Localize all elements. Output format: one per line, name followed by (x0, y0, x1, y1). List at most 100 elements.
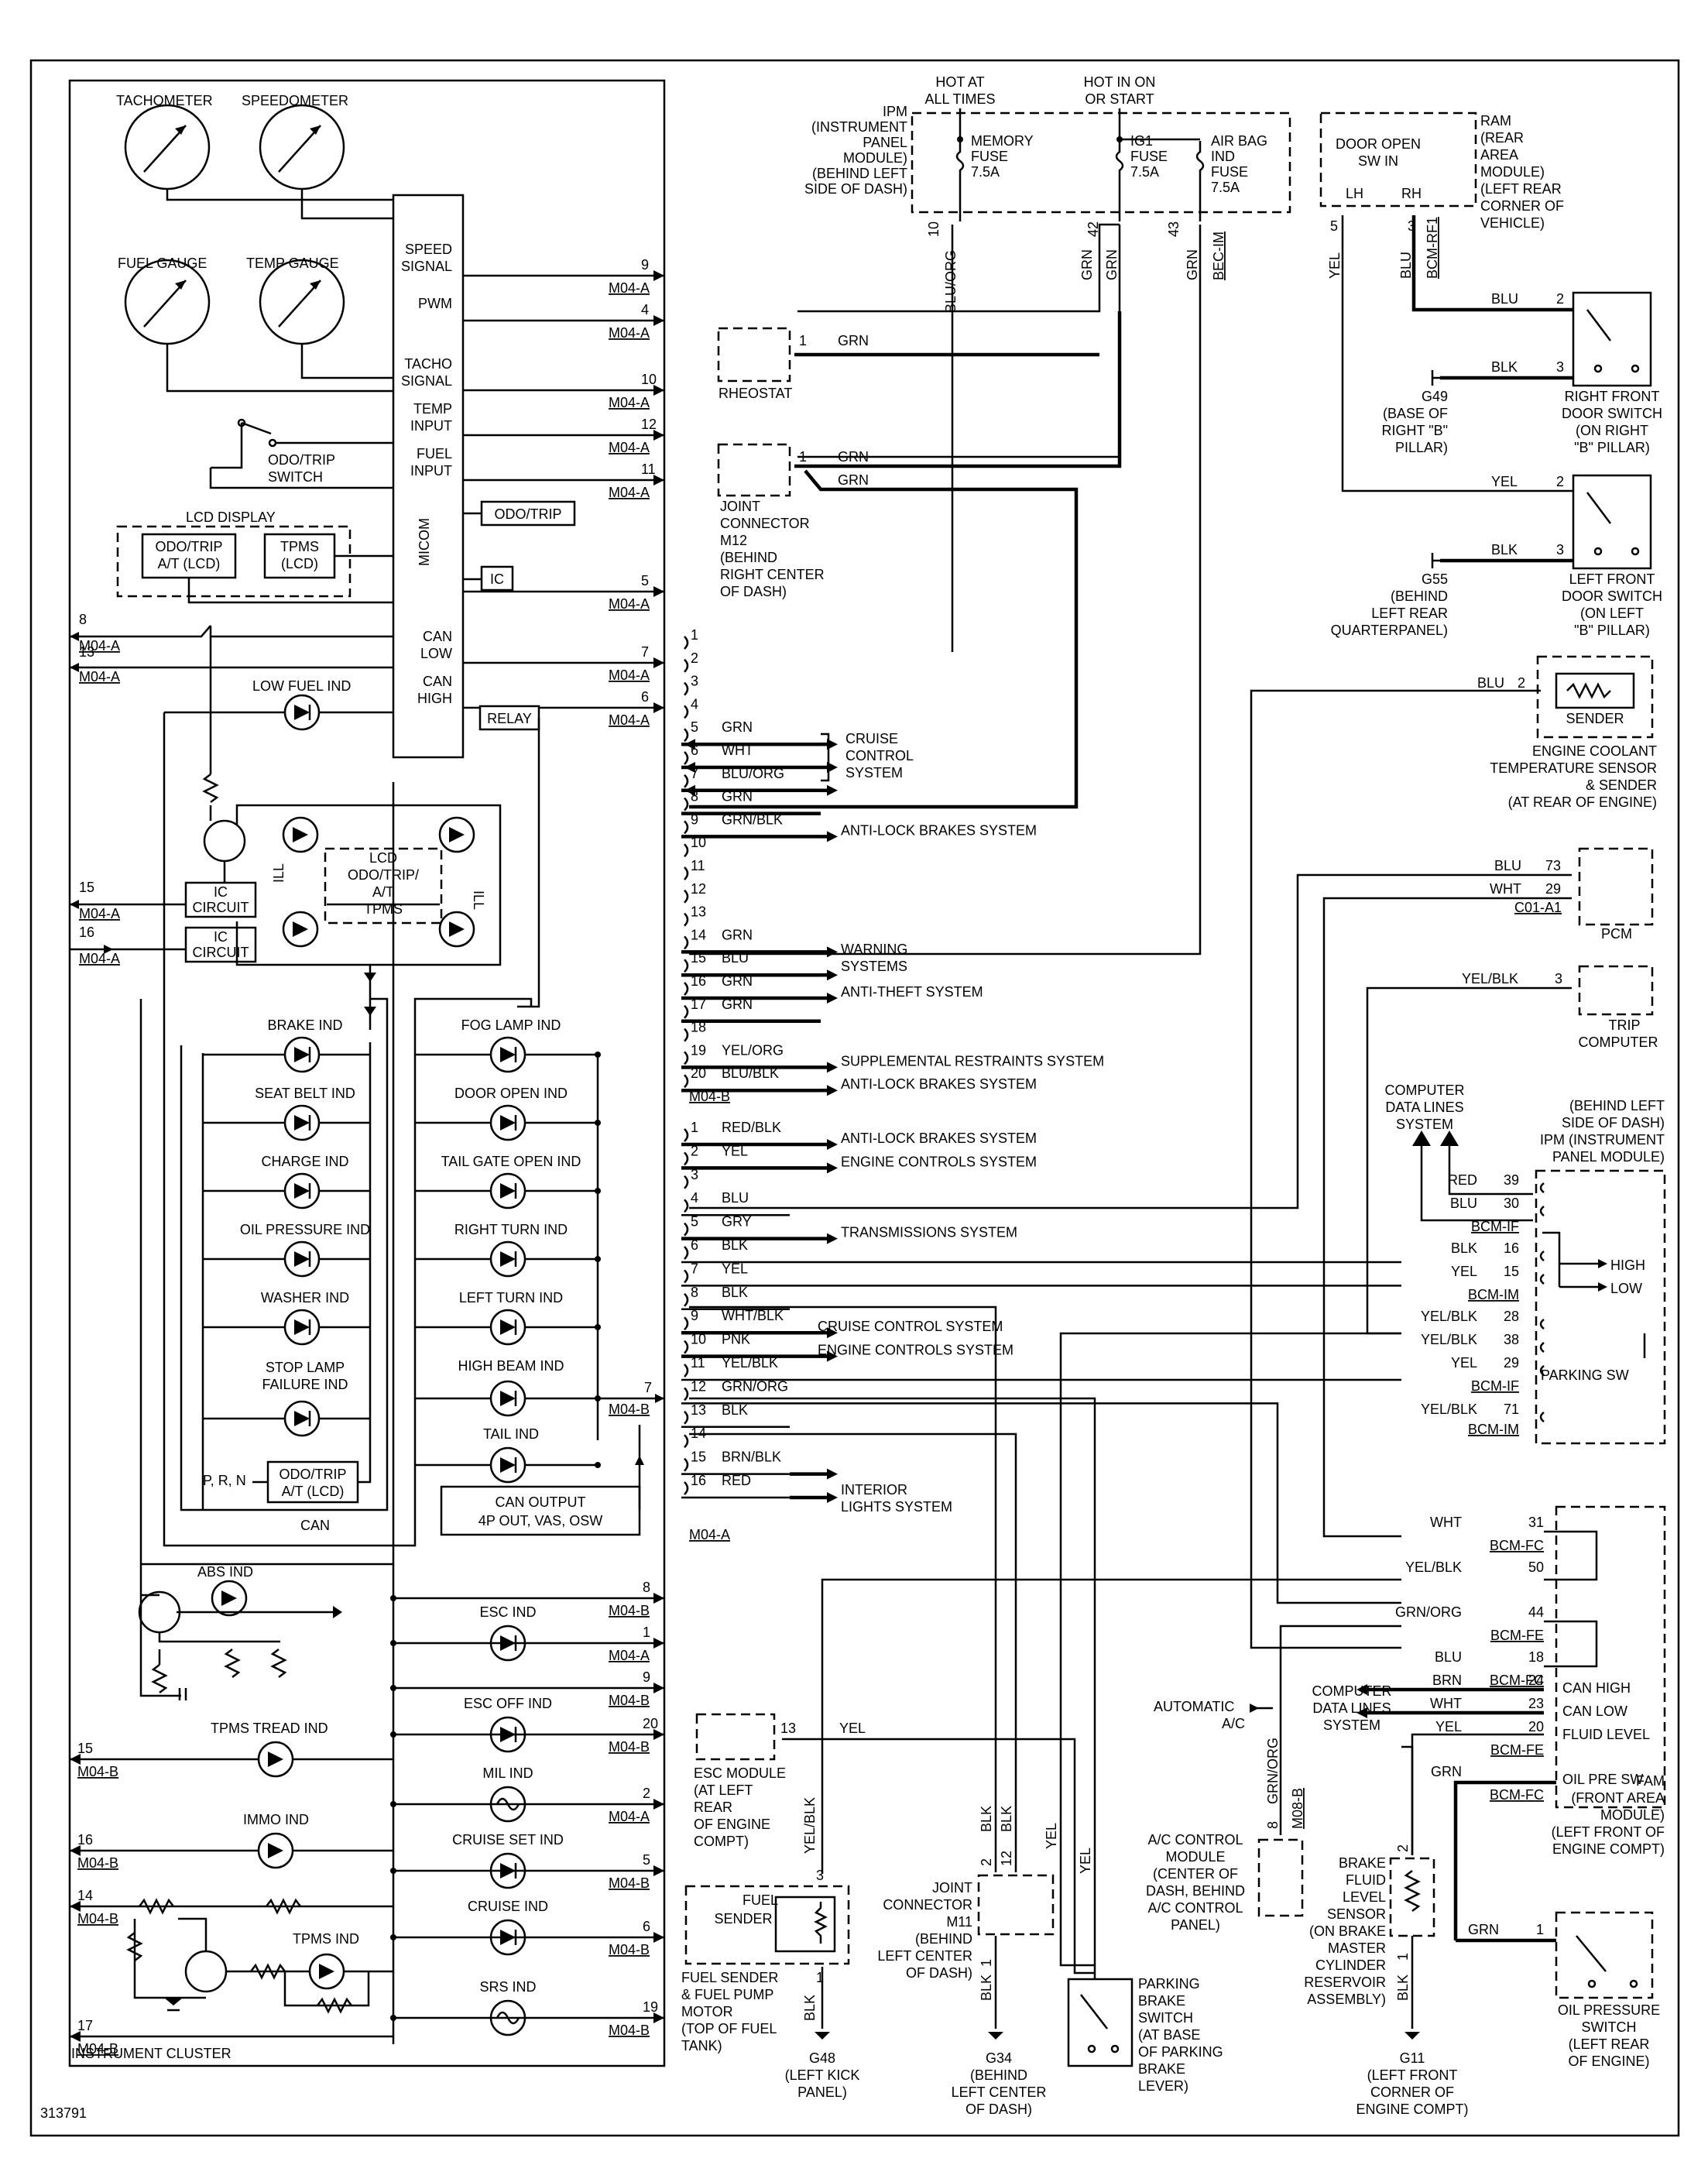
ill-label-right: ILL (471, 890, 486, 910)
conn-b-dest-1: ANTI-LOCK BRAKES SYSTEM (841, 1131, 1037, 1146)
ipm-right-wire-7: YEL/BLK (1421, 1402, 1477, 1417)
left-indicator-label-6: STOP LAMP (266, 1360, 345, 1375)
fam-pin-3: 18 (1528, 1649, 1544, 1665)
svg-text:2: 2 (979, 1858, 994, 1866)
g11-label-3: CORNER OF (1370, 2084, 1454, 2100)
coolant-label-4: (AT REAR OF ENGINE) (1508, 794, 1657, 810)
lower-indicator-2 (489, 1625, 526, 1662)
esc-label-1: ESC MODULE (694, 1765, 786, 1781)
ipm-right-box (1535, 1169, 1666, 1445)
low-fuel-indicator (283, 694, 321, 731)
right-indicator-5 (489, 1309, 526, 1346)
svg-text:3: 3 (1556, 359, 1564, 375)
lds-wire-2: BLK (1491, 542, 1518, 558)
esc-wire: YEL (839, 1721, 866, 1736)
conn-b-wire-12: GRN/ORG (722, 1378, 788, 1394)
svg-text:7: 7 (644, 1380, 652, 1395)
abs-indicator (211, 1580, 248, 1617)
right-indicator-label-3: TAIL GATE OPEN IND (441, 1154, 581, 1169)
right-indicator-6 (489, 1380, 526, 1417)
svg-text:1: 1 (799, 449, 807, 465)
ipm-right-wire-0: RED (1448, 1172, 1477, 1188)
conn-a-pin-14: 14 (691, 927, 706, 942)
left-lower-pin-1: 16 (77, 1832, 93, 1848)
ram-label-2: (REAR (1480, 130, 1524, 146)
fam-wire-3: BLU (1435, 1649, 1462, 1665)
conn-a-dest-19: SUPPLEMENTAL RESTRAINTS SYSTEM (841, 1053, 1104, 1069)
left-indicator-label-2: SEAT BELT IND (255, 1086, 355, 1101)
conn-a-wire-7: BLU/ORG (722, 766, 784, 781)
svg-text:IC: IC (214, 884, 228, 900)
ipm-right-wire-5: YEL/BLK (1421, 1332, 1477, 1347)
outer-frame (29, 59, 1680, 2137)
fam-pin-6: 20 (1528, 1719, 1544, 1734)
interior-label-2: LIGHTS SYSTEM (841, 1499, 952, 1515)
ipm-right-pin-4: 28 (1504, 1309, 1519, 1324)
bf-label-3: LEVEL (1343, 1889, 1386, 1905)
left-indicator-label-7: FAILURE IND (262, 1377, 348, 1392)
left-indicator-2 (283, 1104, 321, 1141)
fam-fn-6: FLUID LEVEL (1562, 1727, 1650, 1742)
left-door-switch-box (1572, 474, 1652, 570)
trip-computer-box (1578, 965, 1654, 1016)
oil-label-2: SWITCH (1582, 2019, 1637, 2035)
micom-block (392, 194, 465, 759)
wire-label-grn-2: GRN (1104, 249, 1120, 280)
can-output-box (440, 1485, 641, 1536)
can-output-1: CAN OUTPUT (496, 1494, 586, 1510)
g11-label-2: (LEFT FRONT (1367, 2067, 1458, 2083)
ipm-right-conn-1: BCM-IF (1471, 1219, 1519, 1234)
right-indicator-label-7: TAIL IND (483, 1426, 539, 1442)
lower-conn-1: M04-A (609, 1648, 650, 1663)
figure-id: 313791 (40, 2105, 87, 2121)
g48-label-1: G48 (809, 2050, 835, 2066)
ram-label-4: MODULE) (1480, 164, 1545, 180)
ic-box-label: IC (490, 571, 504, 587)
micom-pin-num-7: 6 (641, 689, 649, 705)
conn-b-wire-2: YEL (722, 1143, 748, 1158)
bf-label-5: (ON BRAKE (1309, 1923, 1386, 1939)
ipm-label-2: (INSTRUMENT (811, 119, 907, 135)
lower-pin-7: 19 (643, 1999, 658, 2015)
pb-label-4: (AT BASE (1138, 2027, 1200, 2043)
esc-module-box (695, 1713, 776, 1761)
svg-text:15: 15 (79, 880, 94, 895)
ac-label-1: A/C CONTROL (1147, 1832, 1243, 1848)
micom-pin-label-3: TEMP (413, 401, 452, 417)
svg-text:73: 73 (1545, 858, 1561, 873)
fam-label-3: MODULE) (1600, 1807, 1665, 1823)
pb-label-7: LEVER) (1138, 2078, 1188, 2094)
rds-wire-2: BLK (1491, 359, 1518, 375)
fam-wire-0: WHT (1430, 1515, 1462, 1530)
g48-ground-icon (815, 2032, 830, 2040)
conn-a-wire-20: BLU/BLK (722, 1065, 779, 1081)
micom-pin-conn-0: M04-A (609, 280, 650, 296)
ipm-right-cdl-2: DATA LINES (1385, 1100, 1463, 1115)
conn-b-wire-1: RED/BLK (722, 1120, 781, 1135)
svg-text:2: 2 (1518, 675, 1525, 691)
svg-text:8: 8 (79, 612, 87, 627)
lds-wire-1: YEL (1491, 474, 1518, 489)
odo-at-1: ODO/TRIP (279, 1467, 346, 1482)
oil-label-1: OIL PRESSURE (1558, 2002, 1660, 2018)
left-lower-pin-3: 17 (77, 2018, 93, 2033)
temp-gauge-label: TEMP GAUGE (246, 256, 339, 271)
warning-label-2: SYSTEMS (841, 959, 907, 974)
g49-label-1: G49 (1422, 389, 1448, 404)
rh-label: RH (1401, 186, 1422, 201)
ram-label-1: RAM (1480, 113, 1511, 129)
conn-a-pin-15: 15 (691, 950, 706, 966)
lcd-center-1: LCD (369, 850, 397, 866)
bf-label-9: ASSEMBLY) (1307, 1992, 1386, 2007)
right-indicator-label-6: HIGH BEAM IND (458, 1358, 564, 1374)
tpms-indicator (308, 1953, 345, 1990)
oil-label-3: (LEFT REAR (1569, 2036, 1650, 2052)
odo-switch-label-2: SWITCH (268, 469, 323, 485)
lower-ind-label-4: MIL IND (482, 1765, 533, 1781)
door-sw-2: SW IN (1358, 153, 1398, 169)
bf-label-7: CYLINDER (1315, 1957, 1386, 1973)
pb-label-6: BRAKE (1138, 2061, 1185, 2077)
cruise-label-3: SYSTEM (845, 765, 903, 781)
odo-switch-label-1: ODO/TRIP (268, 452, 335, 468)
lcd-right-1: TPMS (280, 539, 319, 554)
